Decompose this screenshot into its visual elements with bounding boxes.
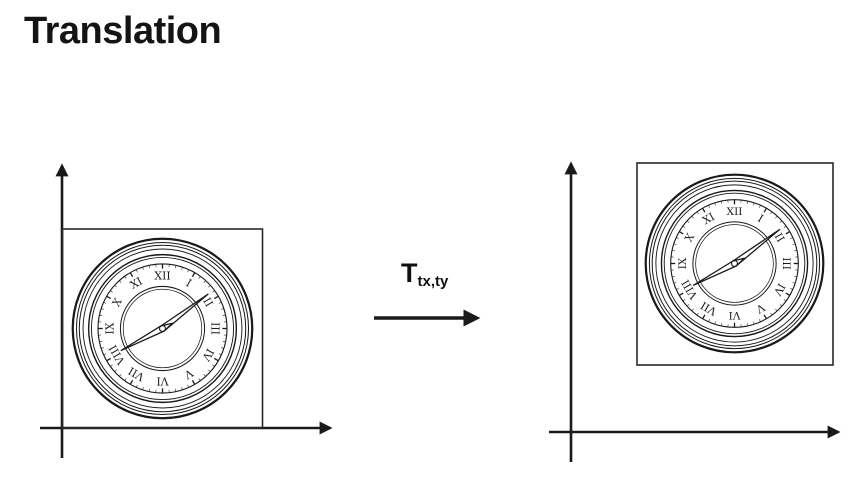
- svg-text:III: III: [208, 322, 221, 335]
- svg-text:XII: XII: [154, 270, 170, 283]
- right-image-frame: [636, 162, 834, 366]
- slide-title: Translation: [24, 10, 222, 52]
- svg-text:XI: XI: [128, 275, 145, 292]
- svg-text:IV: IV: [199, 346, 216, 363]
- svg-text:VI: VI: [156, 374, 169, 387]
- transform-label: Ttx,ty: [401, 258, 448, 290]
- svg-text:IX: IX: [676, 257, 689, 269]
- transform-symbol: T: [401, 258, 418, 288]
- svg-text:IX: IX: [104, 322, 117, 334]
- svg-text:VI: VI: [729, 309, 742, 322]
- transform-subscript: tx,ty: [417, 273, 449, 290]
- svg-text:I: I: [184, 276, 194, 289]
- svg-text:I: I: [755, 212, 765, 225]
- left-image-frame: [61, 228, 264, 429]
- svg-text:XI: XI: [700, 210, 717, 227]
- right-plot: [549, 161, 841, 462]
- left-plot: [40, 163, 333, 458]
- svg-text:XII: XII: [727, 205, 743, 218]
- svg-text:III: III: [780, 257, 793, 270]
